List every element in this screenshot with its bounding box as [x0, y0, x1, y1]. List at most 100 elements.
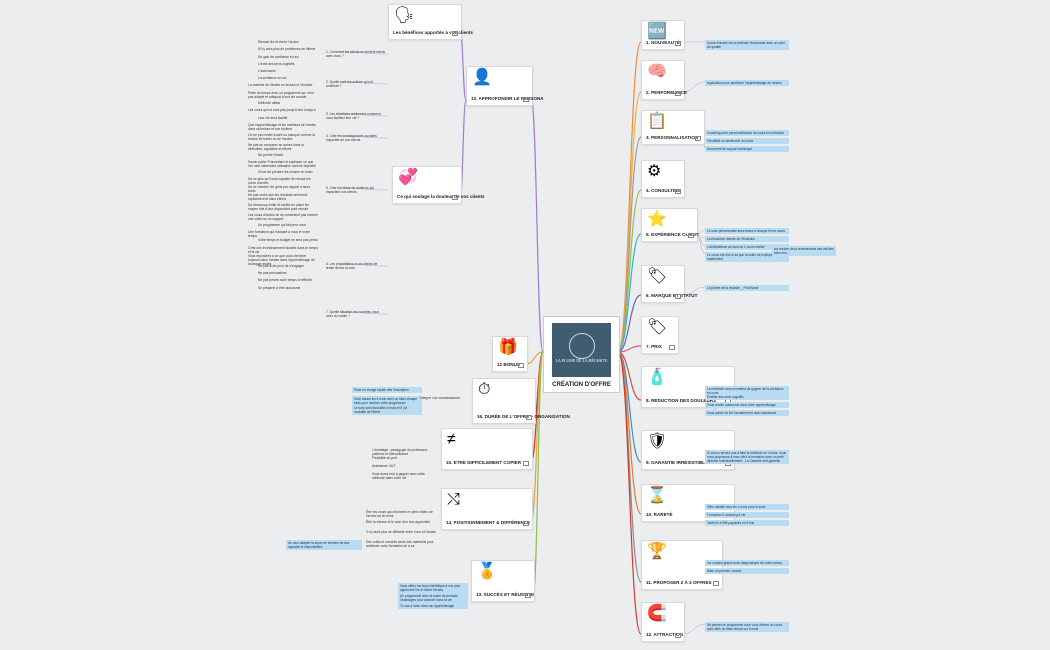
node-6[interactable]: 🏷6. MARQUE ET STATUT — [641, 265, 697, 303]
note: Si vous n'arrivez pas à faire la méthode… — [705, 450, 789, 464]
node-3[interactable]: 📋3. PERSONNALISATION — [641, 110, 705, 145]
node-5[interactable]: ⭐5. EXPÉRIENCE CLIENT — [641, 208, 699, 242]
branch-line — [530, 97, 544, 353]
not-equal-icon: ≠ — [447, 431, 456, 448]
head-gears-icon: ⚙ — [647, 163, 662, 180]
persona-answer: Leur vie sera facilité — [258, 116, 288, 120]
note: Cours d'andes via la méthode Nouveauté a… — [705, 40, 789, 50]
persona-answer: L'éveil des sens cognitifs — [258, 62, 295, 66]
notes-icon — [452, 31, 458, 36]
note: Flexibilité au déclenché du cours — [705, 138, 789, 144]
brain-icon: 🧠 — [647, 63, 667, 80]
node-title: 9. GARANTIE IRRÉSISTIBLE — [646, 460, 709, 465]
left-node-8[interactable]: 🏅13. SUCCÈS ET RÉUSSITE — [471, 560, 535, 602]
branch-line — [617, 91, 642, 353]
node-title: 13. APPROFONDIR LE PERSONA — [471, 96, 544, 101]
notes-icon — [669, 345, 675, 350]
notes-icon — [523, 521, 529, 526]
node-2[interactable]: 🧠 2. PERFORMANCE — [641, 60, 688, 100]
note: Coaching avec personnalisation de cours … — [705, 130, 789, 136]
persona-answer: De ne montrer les gens par rapport à leu… — [248, 185, 311, 194]
persona-answer: Que l'apprentissage et les meilleurs de … — [248, 123, 316, 132]
note-extra: sur résider de la redevenance des cellul… — [772, 246, 836, 256]
question-connector — [339, 113, 389, 117]
node-7[interactable]: 🏷7. PRIX — [641, 316, 679, 354]
left-node-3[interactable]: 💞 Ce qui soulage la douleur de vos client… — [392, 166, 485, 204]
stopwatch-icon: ⏱ — [478, 381, 491, 398]
persona-answer: Savoir parler Francedard et expliquer ce… — [248, 160, 316, 169]
notes-icon — [525, 593, 531, 598]
hearts-people-icon: 💞 — [398, 169, 418, 186]
persona-answer: Ne perdre l'étude — [258, 153, 284, 157]
shield-check-icon: 🛡 — [647, 433, 668, 450]
branch-line — [617, 351, 642, 583]
persona-answer: La maîtrise de l'andes en lecture et l'é… — [248, 83, 313, 87]
node-title: 10. RARETÉ — [646, 512, 673, 517]
spray-icon: 🧴 — [647, 369, 667, 386]
position-side-note: Un seul adapter la leçon en fonction de … — [286, 540, 362, 550]
question-connector — [339, 263, 389, 267]
persona-answer: Ne pas procrastiner — [258, 271, 287, 275]
persona-answer: La confiance en soi — [258, 76, 287, 80]
persona-answer: Ne pas se comparer au autres dans la déf… — [248, 143, 304, 152]
note: Vous rendre autonome dans votre apprenti… — [705, 402, 789, 408]
left-node-1[interactable]: 👤 13. APPROFONDIR LE PERSONA — [466, 66, 544, 106]
central-node[interactable]: LA PLUME DE LA RÉUSSITE CRÉATION D'OFFRE — [543, 316, 620, 393]
magnet-icon: 🧲 — [647, 605, 667, 622]
person-icon: 👤 — [472, 69, 492, 86]
node-title: Les bénéfices apportés à vos clients — [393, 30, 473, 35]
persona-question: 7. Quelle situation les nouveau vous ave… — [326, 310, 379, 319]
price-tag-icon: 🏷 — [647, 319, 668, 336]
question-connector — [339, 187, 389, 191]
persona-question: 6. Les propositions à vos clients de ten… — [326, 262, 378, 271]
node-title: 12. ATTRACTION — [646, 632, 684, 637]
node-4[interactable]: ⚙ 4. CONSULTING — [641, 160, 685, 198]
node-title: 5. EXPÉRIENCE CLIENT — [646, 232, 699, 237]
branch-line — [617, 345, 642, 353]
split-arrows-icon: ⤭ — [447, 491, 460, 508]
node-1[interactable]: 🆕1. NOUVEAUTÉ — [641, 20, 685, 50]
node-title: Ce qui soulage la douleur de vos clients — [397, 194, 485, 199]
persona-answer: Une formation qui s'adapte à vous et vot… — [248, 230, 310, 239]
position-item: Être les cours qui s'écrivent en plein m… — [366, 510, 433, 519]
persona-answer: N'il y aura plus de problèmes de dilexie — [258, 47, 316, 51]
new-badge-icon: 🆕 — [647, 23, 667, 40]
persona-question: 4. Citer les conséquences sociales impac… — [326, 134, 377, 143]
left-node-6[interactable]: ≠15. ETRE DIFFICILEMENT COPIER — [441, 428, 533, 470]
left-node-5[interactable]: ⏱16. DURÉE DE L'OFFRE + ORGANISATION — [472, 378, 570, 424]
duree-note: Prise en charge rapide dès l'inscription — [352, 387, 422, 393]
left-node-7[interactable]: ⤭14. POSITIONNEMENT & DIFFÉRENCE — [441, 488, 533, 530]
position-item: Des outils et conseils seuls des matérie… — [366, 540, 434, 549]
persona-answer: De ne plus qu'il sont capable de réussir… — [248, 177, 311, 186]
node-title: 2. PERFORMANCE — [646, 90, 688, 95]
left-node-2[interactable]: 🗣Les bénéfices apportés à vos clients — [388, 4, 473, 40]
node-12[interactable]: 🧲 12. ATTRACTION — [641, 602, 685, 642]
branch-line — [617, 189, 642, 353]
branch-line — [617, 233, 642, 353]
note: Le suivi personnalisé avec tuteur à chaq… — [705, 228, 789, 234]
branch-line — [617, 294, 642, 353]
left-node-4[interactable]: 🎁12 BONUS — [492, 336, 528, 372]
note: Le cours est réel si sa que la vidéo ne … — [705, 252, 789, 262]
notes-icon — [675, 633, 681, 638]
logo-ring — [569, 333, 595, 359]
persona-answer: Les cours qui ne sont pas jusqu'à leur l… — [248, 108, 316, 112]
persona-answer: On ne peu rester inscrit ou manque comme… — [248, 133, 315, 142]
persona-question: 1. Comment les clients se sentent mieux … — [326, 50, 386, 59]
question-connector — [339, 311, 389, 315]
copier-item: Assistance 24/7 — [372, 464, 396, 468]
persona-question: 5. Citer les idées de douleurs qui impac… — [326, 186, 375, 195]
node-title: 13. SUCCÈS ET RÉUSSITE — [476, 592, 535, 597]
notes-icon — [688, 233, 694, 238]
persona-answer: Perte de temps avec un programme qui n'e… — [248, 91, 314, 100]
brand-logo: LA PLUME DE LA RÉUSSITE — [552, 323, 611, 377]
persona-question: 2. Quelle sont les actions qu'ont amélio… — [326, 80, 373, 89]
node-title: 3. PERSONNALISATION — [646, 135, 699, 140]
note: Se permet ce programme vous vous offrons… — [705, 622, 789, 632]
node-title: 4. CONSULTING — [646, 188, 682, 193]
note: 1er contact gratuit avec diagnostique de… — [705, 560, 789, 566]
persona-answer: De beaucoup éviter et mettre en place le… — [248, 203, 310, 212]
notes-icon — [523, 97, 529, 102]
notes-icon — [452, 195, 458, 200]
central-title: CRÉATION D'OFFRE — [552, 382, 611, 388]
